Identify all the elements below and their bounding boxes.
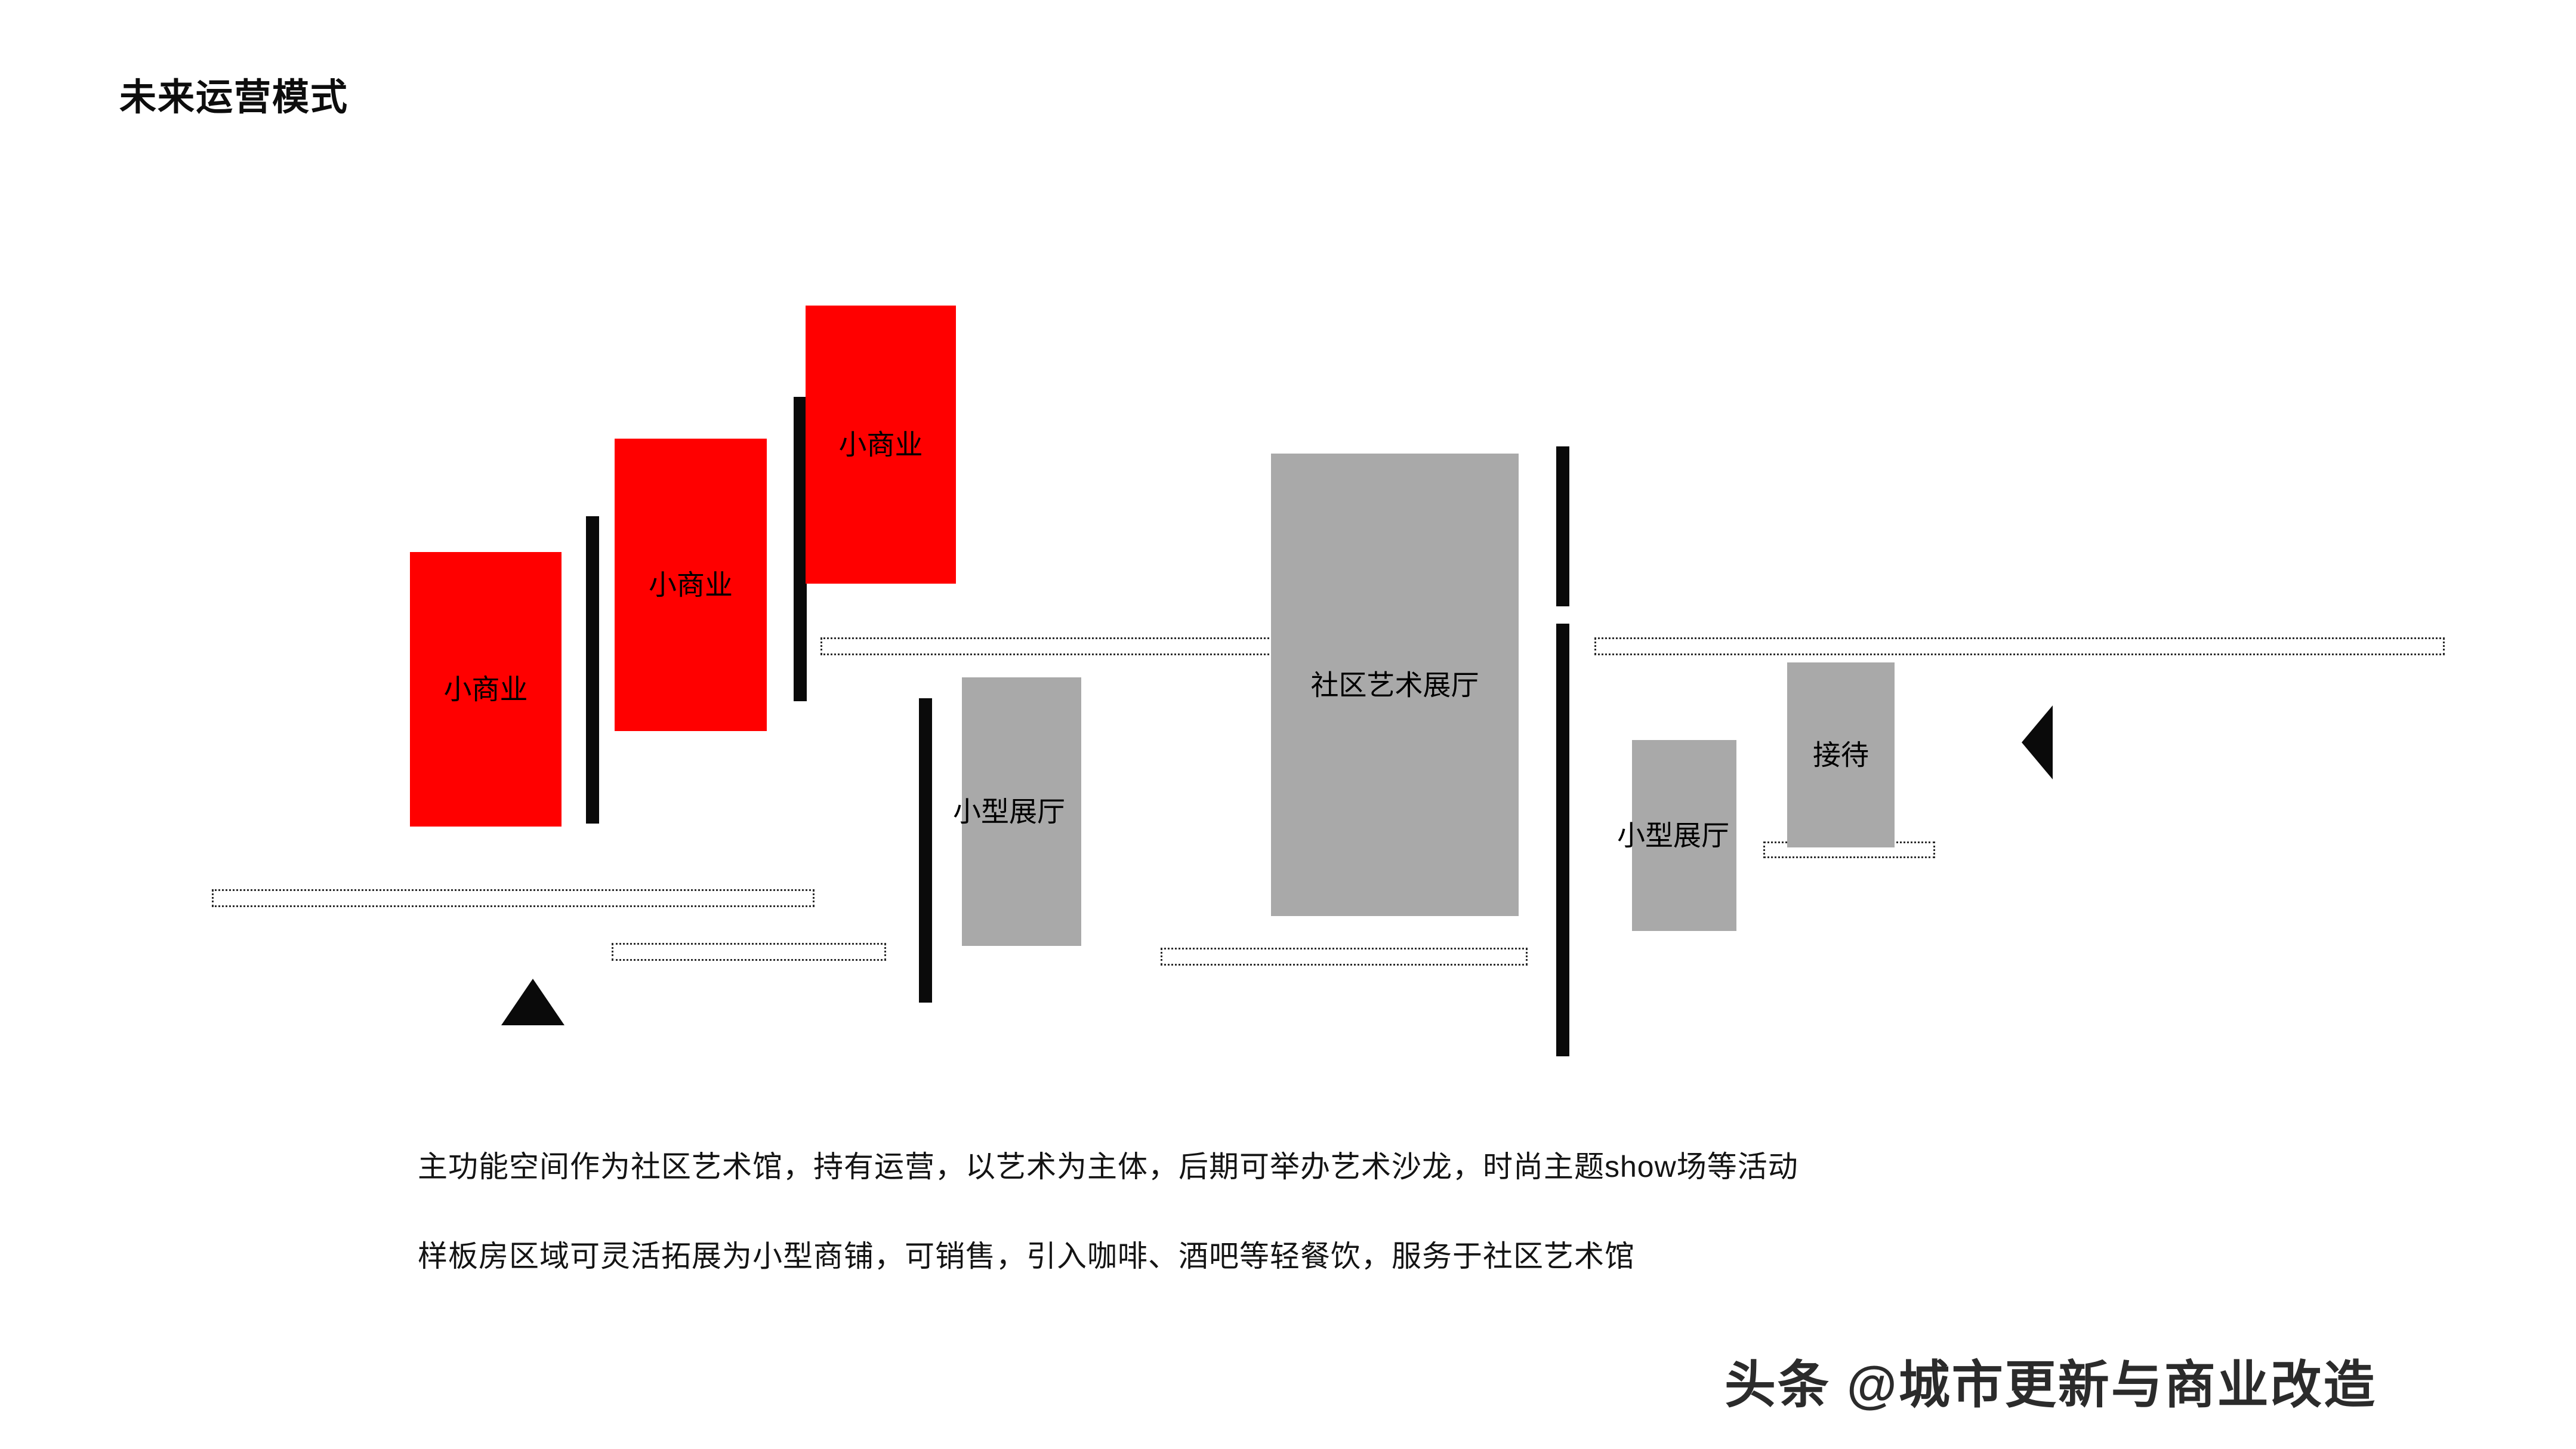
watermark-text: 头条 @城市更新与商业改造 <box>1724 1356 2377 1414</box>
gray-block-label-4: 接待 <box>1813 739 1869 771</box>
gray-block-community-art-gallery: 社区艺术展厅 <box>1271 454 1519 916</box>
red-block-small-retail-2: 小商业 <box>615 439 767 731</box>
red-block-label-2: 小商业 <box>649 569 733 601</box>
gray-block-label-3: 小型展厅 <box>1617 819 1729 852</box>
gray-block-label-2: 社区艺术展厅 <box>1310 669 1479 701</box>
page-title: 未来运营模式 <box>119 77 349 118</box>
red-block-label-1: 小商业 <box>443 673 528 705</box>
triangle-up-icon <box>501 979 564 1025</box>
gray-block-small-gallery-1: 小型展厅 <box>953 677 1081 946</box>
red-block-small-retail-3: 小商业 <box>806 306 956 584</box>
caption-line-2: 样板房区域可灵活拓展为小型商铺，可销售，引入咖啡、酒吧等轻餐饮，服务于社区艺术馆 <box>418 1240 1635 1273</box>
gray-block-small-gallery-2: 小型展厅 <box>1617 740 1736 931</box>
caption-line-1: 主功能空间作为社区艺术馆，持有运营，以艺术为主体，后期可举办艺术沙龙，时尚主题s… <box>418 1150 1798 1183</box>
wall-bar-1 <box>586 516 599 824</box>
red-block-label-3: 小商业 <box>838 428 923 461</box>
glass-partition-2 <box>612 943 886 961</box>
glass-partition-4 <box>1161 948 1528 966</box>
wall-bar-2 <box>794 397 807 701</box>
red-block-small-retail-1: 小商业 <box>410 552 562 827</box>
gray-block-label-1: 小型展厅 <box>953 796 1065 828</box>
wall-bar-5 <box>1556 624 1569 1056</box>
triangle-left-icon <box>2022 705 2053 779</box>
glass-partition-1 <box>212 889 815 907</box>
wall-bar-3 <box>919 698 932 1003</box>
wall-bar-4 <box>1556 446 1569 606</box>
glass-partition-5 <box>1594 637 2445 655</box>
gray-block-reception: 接待 <box>1787 662 1895 847</box>
